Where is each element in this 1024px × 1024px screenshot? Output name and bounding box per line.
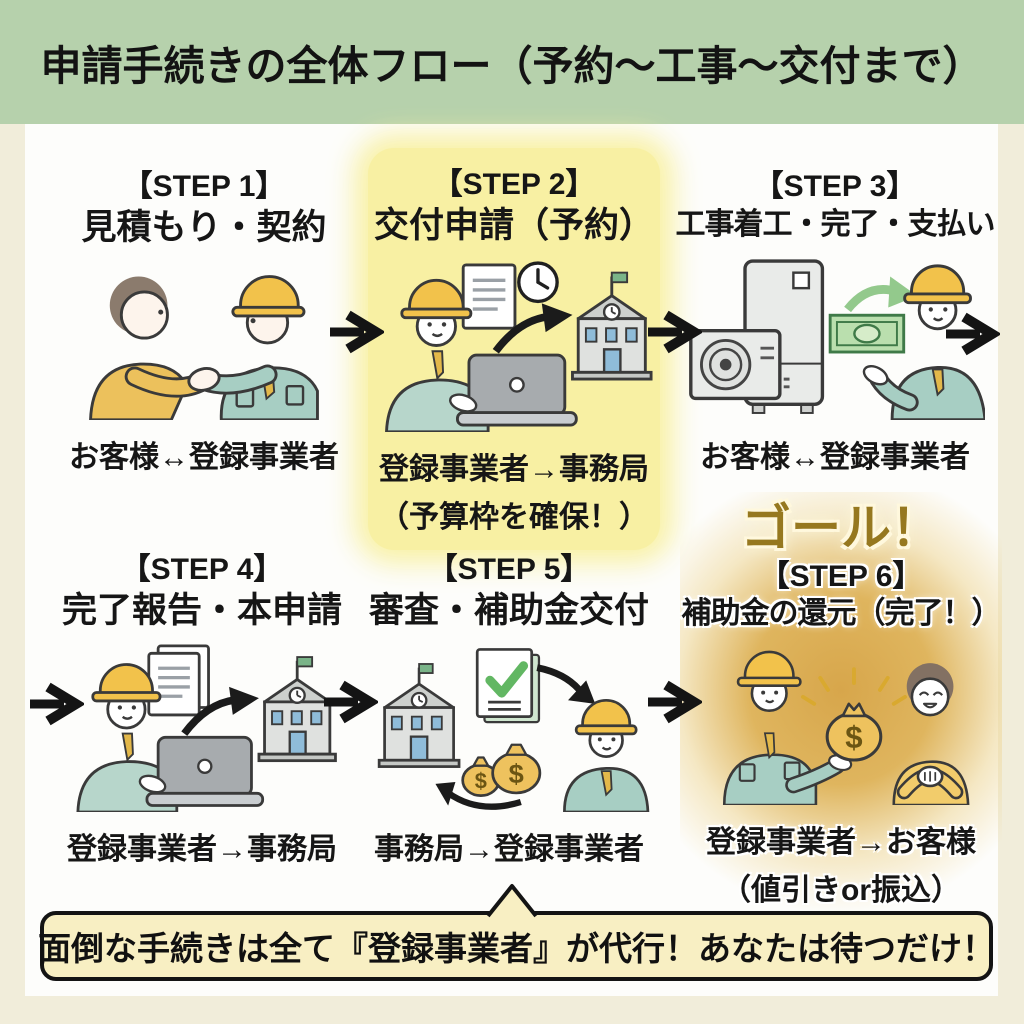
office-building-icon xyxy=(571,271,653,381)
step-title: 補助金の還元（完了！） xyxy=(681,597,1002,630)
worker-open-hand xyxy=(862,264,987,422)
worker-at-laptop xyxy=(76,663,265,814)
step-caption: お客様↔登録事業者 xyxy=(700,441,970,474)
step-label: 【STEP 2】 xyxy=(432,168,596,201)
curved-arrow-icon xyxy=(181,687,259,737)
step-6-card: ゴール！ 【STEP 6】 補助金の還元（完了！） xyxy=(680,492,1002,923)
flow-arrow-icon xyxy=(646,310,704,354)
step-title: 交付申請（予約） xyxy=(373,205,654,245)
step-2-card: 【STEP 2】 交付申請（予約） xyxy=(368,148,660,551)
flow-arrow-icon xyxy=(944,312,1002,356)
documents-icon xyxy=(147,644,210,717)
step-caption: 登録事業者→事務局 xyxy=(67,833,337,867)
flow-arrow-icon xyxy=(328,310,386,354)
goal-label: ゴール！ xyxy=(741,500,941,556)
contractor-figure xyxy=(219,275,319,422)
handshake-scene-icon xyxy=(79,261,329,422)
step-label: 【STEP 3】 xyxy=(753,170,917,203)
arrow-to-worker xyxy=(536,664,582,693)
refund-scene-icon: $ xyxy=(691,645,991,806)
step-3-card: 【STEP 3】 工事着工・完了・支払い xyxy=(672,168,998,476)
step-1-card: 【STEP 1】 見積もり・契約 xyxy=(58,168,350,476)
application-scene-icon xyxy=(375,259,653,434)
worker-figure xyxy=(563,699,650,814)
outdoor-unit-icon xyxy=(689,329,782,401)
report-scene-icon xyxy=(59,644,345,814)
step-label: 【STEP 5】 xyxy=(427,553,591,586)
step-title: 完了報告・本申請 xyxy=(61,590,342,630)
svg-text:$: $ xyxy=(845,719,862,754)
worker-at-laptop xyxy=(385,279,578,434)
step-caption: 事務局→登録事業者 xyxy=(374,833,644,867)
step-4-card: 【STEP 4】 完了報告・本申請 xyxy=(52,551,352,868)
svg-text:$: $ xyxy=(509,758,524,789)
office-building-icon xyxy=(257,656,337,763)
summary-bubble: 面倒な手続きは全て『登録事業者』が代行！あなたは待つだけ！ xyxy=(38,911,995,981)
step-caption: お客様↔登録事業者 xyxy=(69,441,339,475)
flow-arrow-icon xyxy=(28,682,86,726)
step-caption-secondary: （値引きor振込） xyxy=(721,873,961,907)
speech-bubble-tail xyxy=(486,882,542,918)
handshake-arms xyxy=(124,364,278,398)
customer-figure xyxy=(89,276,189,422)
svg-text:$: $ xyxy=(475,769,487,794)
step-caption-secondary: （予算枠を確保！） xyxy=(379,501,649,535)
step-label: 【STEP 1】 xyxy=(122,170,286,203)
happy-customer-figure xyxy=(892,662,970,806)
grant-scene-icon: $ $ xyxy=(357,644,661,814)
step-title: 見積もり・契約 xyxy=(81,207,327,247)
clock-icon xyxy=(517,261,559,304)
step-5-card: 【STEP 5】 審査・補助金交付 xyxy=(350,551,668,868)
money-bags-icon: $ $ xyxy=(461,743,542,798)
summary-text: 面倒な手続きは全て『登録事業者』が代行！あなたは待つだけ！ xyxy=(38,930,995,967)
flow-arrow-icon xyxy=(322,680,380,724)
curved-arrow-icon xyxy=(492,303,573,354)
installation-payment-scene-icon xyxy=(685,255,987,422)
step-caption: 登録事業者→お客様 xyxy=(706,825,976,859)
office-building-icon xyxy=(377,663,461,769)
step-label: 【STEP 4】 xyxy=(120,553,284,586)
step-caption: 登録事業者→事務局 xyxy=(379,453,649,487)
page-title: 申請手続きの全体フロー（予約～工事～交付まで） xyxy=(40,43,984,89)
step-title: 審査・補助金交付 xyxy=(368,590,649,630)
step-label: 【STEP 6】 xyxy=(759,559,923,593)
step-title: 工事着工・完了・支払い xyxy=(675,207,996,241)
header-banner: 申請手続きの全体フロー（予約～工事～交付まで） xyxy=(0,0,1024,124)
worker-figure xyxy=(722,650,853,806)
flow-arrow-icon xyxy=(646,680,704,724)
document-icon xyxy=(461,263,517,330)
return-arrow-head xyxy=(435,782,456,806)
approved-document-icon xyxy=(475,648,541,724)
payment-money-icon xyxy=(828,276,918,354)
return-arrow xyxy=(446,790,522,811)
money-bag-icon: $ xyxy=(801,666,907,762)
